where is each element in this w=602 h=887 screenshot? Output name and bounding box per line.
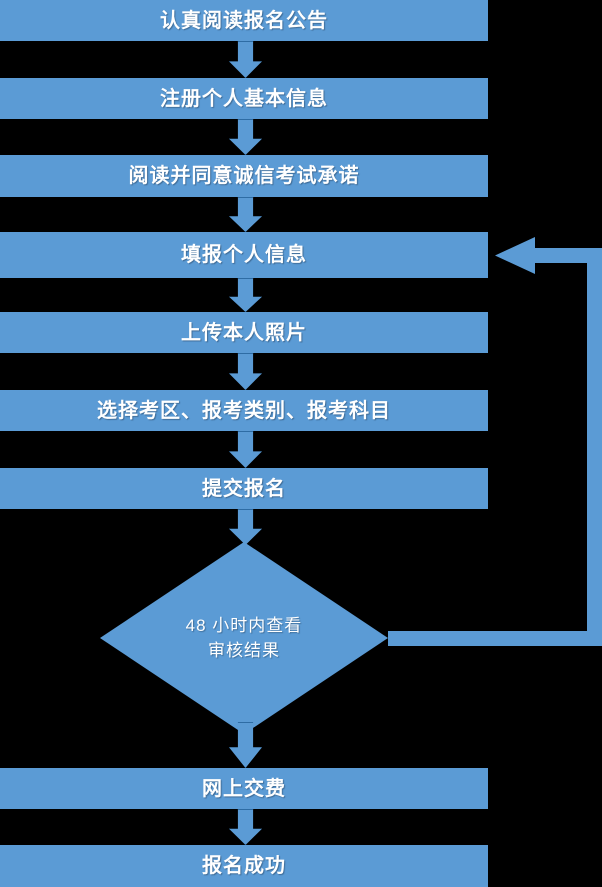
flow-node-registration-success[interactable]: 报名成功: [0, 845, 488, 887]
arrow-down-icon-6: [229, 431, 262, 468]
feedback-loop-segment-right: [587, 248, 602, 638]
flow-node-label: 提交报名: [202, 477, 286, 500]
feedback-loop-segment-bottom: [388, 631, 602, 646]
flow-node-label: 阅读并同意诚信考试承诺: [128, 165, 360, 187]
flow-node-label: 选择考区、报考类别、报考科目: [97, 399, 391, 422]
flow-node-label: 网上交费: [202, 777, 286, 800]
flow-node-submit-registration[interactable]: 提交报名: [0, 468, 488, 509]
flow-node-label: 上传本人照片: [181, 321, 307, 344]
diamond-label: 48 小时内查看 审核结果: [100, 542, 388, 734]
arrow-down-icon-1: [229, 41, 262, 78]
arrow-left-icon-feedback: [495, 237, 535, 274]
flow-node-check-review-result[interactable]: 48 小时内查看 审核结果: [100, 542, 388, 734]
flow-node-accept-integrity-pledge[interactable]: 阅读并同意诚信考试承诺: [0, 155, 488, 197]
flow-node-label: 填报个人信息: [181, 244, 307, 266]
arrow-down-icon-5: [229, 353, 262, 390]
diamond-label-line2: 审核结果: [208, 641, 280, 660]
diamond-label-line1: 48 小时内查看: [185, 615, 303, 635]
flow-node-label: 注册个人基本信息: [160, 87, 328, 110]
flow-node-read-announcement[interactable]: 认真阅读报名公告: [0, 0, 488, 41]
arrow-down-icon-2: [229, 119, 262, 155]
flow-node-upload-photo[interactable]: 上传本人照片: [0, 312, 488, 353]
flow-node-label: 报名成功: [202, 855, 286, 877]
flow-node-label: 认真阅读报名公告: [160, 9, 328, 32]
flow-node-register-basic-info[interactable]: 注册个人基本信息: [0, 78, 488, 119]
arrow-down-icon-4: [229, 278, 262, 312]
arrow-down-icon-9: [229, 809, 262, 845]
flow-node-online-payment[interactable]: 网上交费: [0, 768, 488, 809]
flow-node-select-region-category-subject[interactable]: 选择考区、报考类别、报考科目: [0, 390, 488, 431]
arrow-down-icon-7: [229, 509, 262, 545]
flow-node-fill-personal-info[interactable]: 填报个人信息: [0, 232, 488, 278]
arrow-down-icon-3: [229, 197, 262, 232]
feedback-loop-segment-top: [533, 248, 593, 263]
